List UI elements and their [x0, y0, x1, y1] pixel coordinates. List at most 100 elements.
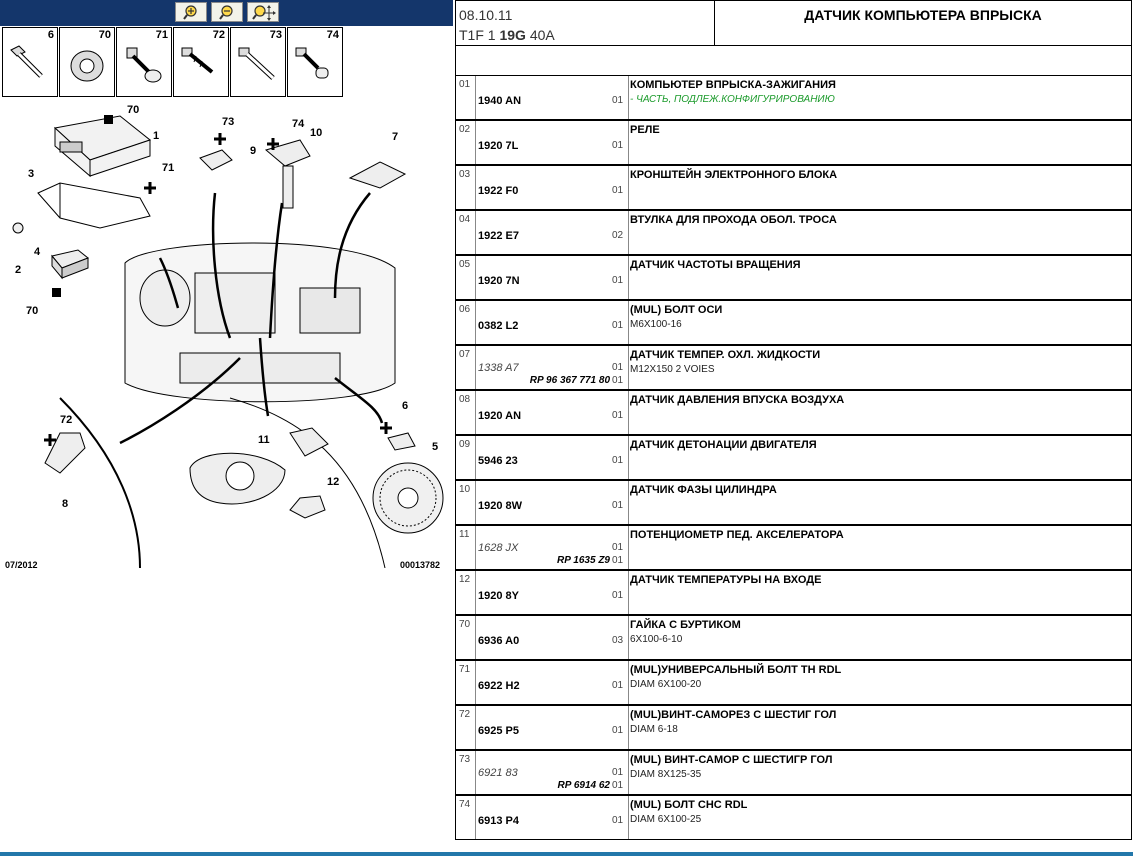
part-thumb-73[interactable]: 73: [230, 27, 286, 97]
replacement-reference[interactable]: RP 6914 62: [557, 780, 610, 791]
exploded-diagram: 70 1 3 71 4 2 70 73 9 74 10 7 72 8 11 6 …: [0, 98, 453, 568]
row-index: 08: [456, 391, 476, 434]
header-code: T1F 1 19G 40A: [459, 27, 555, 43]
row-index: 04: [456, 211, 476, 254]
part-thumb-6[interactable]: 6: [2, 27, 58, 97]
engine-bay-drawing: [12, 115, 444, 568]
part-reference[interactable]: 6936 A0: [478, 635, 520, 647]
part-reference[interactable]: 1920 8Y: [478, 590, 519, 602]
quantity: 01: [612, 140, 624, 151]
description-cell: ПОТЕНЦИОМЕТР ПЕД. АКСЕЛЕРАТОРА: [630, 526, 1130, 572]
row-index: 07: [456, 346, 476, 389]
part-reference[interactable]: 6922 H2: [478, 680, 520, 692]
qty-cell: 01: [611, 796, 629, 839]
self-tapping-screw-icon: [181, 47, 214, 74]
part-reference[interactable]: 1920 7N: [478, 275, 520, 287]
part-name: ГАЙКА С БУРТИКОМ: [630, 619, 741, 631]
part-number: 70: [98, 29, 111, 41]
quantity: 01: [612, 455, 624, 466]
part-reference[interactable]: 1920 7L: [478, 140, 519, 152]
replacement-reference[interactable]: RP 96 367 771 80: [529, 375, 610, 386]
ref-cell: 0382 L2: [478, 301, 610, 344]
quantity: 01: [612, 275, 624, 286]
part-thumb-70[interactable]: 70: [59, 27, 115, 97]
quantity-2: 01: [612, 375, 624, 386]
ref-cell: 6922 H2: [478, 661, 610, 704]
callout-6: 6: [402, 400, 409, 412]
part-reference[interactable]: 5946 23: [478, 455, 518, 467]
description-cell: КОМПЬЮТЕР ВПРЫСКА-ЗАЖИГАНИЯ- ЧАСТЬ, ПОДЛ…: [630, 76, 1130, 122]
callout-72: 72: [60, 414, 73, 426]
header: 08.10.11 T1F 1 19G 40A ДАТЧИК КОМПЬЮТЕРА…: [455, 0, 1132, 46]
quantity: 01: [612, 500, 624, 511]
row-index: 74: [456, 796, 476, 839]
zoom-out-button[interactable]: [211, 2, 243, 22]
part-reference[interactable]: 6913 P4: [478, 815, 519, 827]
part-name: ДАТЧИК ФАЗЫ ЦИЛИНДРА: [630, 484, 777, 496]
part-name: КОМПЬЮТЕР ВПРЫСКА-ЗАЖИГАНИЯ: [630, 79, 836, 91]
parts-strip: 6 70 71 72 73: [2, 27, 343, 97]
part-reference[interactable]: 6925 P5: [478, 725, 519, 737]
part-thumb-72[interactable]: 72: [173, 27, 229, 97]
description-cell: КРОНШТЕЙН ЭЛЕКТРОННОГО БЛОКА: [630, 166, 1130, 212]
description-cell: ДАТЧИК ФАЗЫ ЦИЛИНДРА: [630, 481, 1130, 527]
description-cell: ДАТЧИК ЧАСТОТЫ ВРАЩЕНИЯ: [630, 256, 1130, 302]
part-thumb-74[interactable]: 74: [287, 27, 343, 97]
bolt-icon: [10, 45, 43, 78]
callout-3: 3: [28, 168, 35, 180]
quantity: 01: [612, 320, 624, 331]
callout-11: 11: [258, 434, 270, 446]
part-thumb-71[interactable]: 71: [116, 27, 172, 97]
part-reference[interactable]: 1940 AN: [478, 95, 522, 107]
replacement-reference[interactable]: RP 1635 Z9: [557, 555, 610, 566]
part-reference[interactable]: 1920 8W: [478, 500, 523, 512]
callout-70-b: 70: [26, 305, 39, 317]
part-reference[interactable]: 0382 L2: [478, 320, 519, 332]
callout-71: 71: [162, 162, 175, 174]
callout-9: 9: [250, 145, 257, 157]
part-reference[interactable]: 1920 AN: [478, 410, 522, 422]
callout-12: 12: [327, 476, 340, 488]
sub-header: [455, 46, 1132, 76]
ref-cell: 1922 F0: [478, 166, 610, 209]
diagram-date: 07/2012: [5, 560, 38, 570]
qty-cell: 03: [611, 616, 629, 659]
part-reference[interactable]: 1922 E7: [478, 230, 519, 242]
zoom-in-button[interactable]: [175, 2, 207, 22]
ref-cell: 1920 7L: [478, 121, 610, 164]
quantity: 01: [612, 815, 624, 826]
row-index: 71: [456, 661, 476, 704]
part-name: (MUL)ВИНТ-САМОРЕЗ С ШЕСТИГ ГОЛ: [630, 709, 837, 721]
callout-8: 8: [62, 498, 69, 510]
part-reference[interactable]: 1922 F0: [478, 185, 519, 197]
part-reference[interactable]: 1628 JX: [478, 542, 519, 554]
part-reference[interactable]: 1338 A7: [478, 362, 519, 374]
ref-cell: 1338 A7 RP 96 367 771 80: [478, 346, 610, 389]
quantity: 01: [612, 542, 624, 553]
quantity: 01: [612, 185, 624, 196]
zoom-fit-button[interactable]: [247, 2, 279, 22]
part-name: (MUL) БОЛТ CHC RDL: [630, 799, 748, 811]
part-reference[interactable]: 6921 83: [478, 767, 518, 779]
